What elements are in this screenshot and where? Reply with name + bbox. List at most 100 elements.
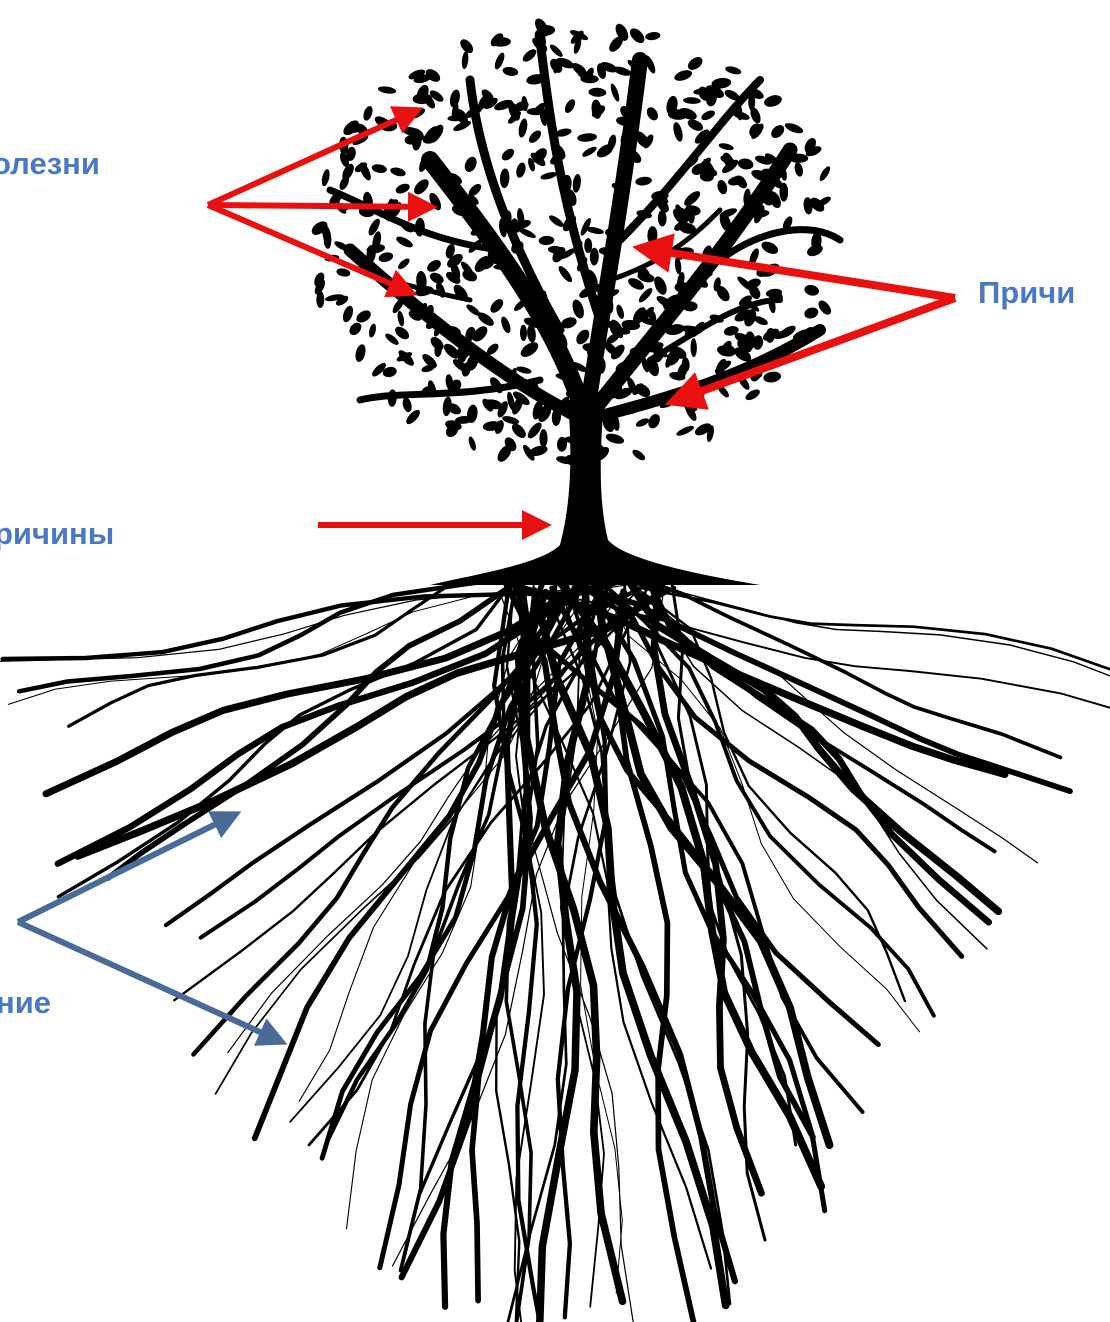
- tree-leaf: [763, 93, 784, 109]
- tree-leaf: [818, 165, 832, 183]
- tree-leaf: [502, 66, 519, 77]
- tree-roots: [0, 575, 1110, 1322]
- tree-leaf: [718, 142, 734, 152]
- tree-leaf: [769, 123, 787, 141]
- tree-leaf: [631, 448, 647, 462]
- tree-leaf: [425, 258, 443, 275]
- tree-leaf: [354, 343, 367, 363]
- tree-leaf: [658, 210, 667, 227]
- tree-leaf: [411, 177, 431, 197]
- tree-leaf: [368, 323, 377, 338]
- tree-leaf: [645, 31, 661, 41]
- tree-leaf: [563, 98, 577, 115]
- label-causes-right: Причи: [978, 277, 1075, 308]
- tree-leaf: [518, 339, 541, 359]
- tree-leaf: [371, 163, 388, 174]
- tree-leaf: [461, 51, 469, 69]
- tree-leaf: [377, 85, 396, 95]
- tree-leaf: [683, 97, 701, 105]
- tree-leaf: [493, 264, 510, 270]
- tree-leaf: [467, 436, 477, 452]
- tree-leaf: [493, 51, 507, 70]
- tree-leaf: [627, 26, 647, 46]
- tree-leaf: [615, 304, 626, 320]
- tree-leaf: [635, 176, 653, 187]
- tree-leaf: [635, 417, 651, 429]
- tree-leaf: [500, 146, 517, 162]
- tree-leaf: [789, 153, 809, 163]
- tree-leaf: [686, 117, 705, 133]
- tree-leaf: [389, 166, 406, 178]
- tree-leaf: [509, 421, 528, 440]
- tree-leaf: [759, 239, 780, 256]
- tree-leaf: [803, 283, 820, 297]
- tree-leaf: [539, 429, 547, 447]
- tree-leaf: [784, 121, 805, 135]
- tree-leaf: [577, 132, 597, 142]
- tree-leaf: [673, 68, 693, 83]
- causes-right-arrows: [640, 248, 955, 402]
- tree-leaf: [320, 168, 331, 187]
- tree-leaf: [572, 173, 582, 193]
- tree-leaf: [588, 87, 606, 97]
- tree-leaf: [499, 168, 509, 188]
- tree-leaf: [387, 389, 397, 407]
- tree-leaf: [362, 105, 375, 122]
- tree-leaf: [401, 397, 413, 414]
- tree-leaf: [448, 89, 461, 109]
- tree-leaf: [540, 171, 558, 181]
- tree-leaf: [605, 432, 626, 446]
- tree-leaf: [682, 189, 703, 209]
- tree-leaf: [686, 54, 705, 72]
- tree-leaf: [548, 43, 564, 59]
- tree-leaf: [520, 325, 527, 342]
- tree-leaf: [745, 331, 756, 349]
- tree-leaf: [690, 338, 697, 357]
- tree-leaf: [597, 357, 606, 373]
- tree-leaf: [396, 257, 411, 271]
- tree-leaf: [462, 155, 479, 174]
- tree-leaf: [579, 217, 593, 237]
- tree-leaf: [465, 303, 482, 318]
- label-causes-middle: ричины: [0, 518, 114, 549]
- tree-leaf: [521, 47, 539, 64]
- tree-leaf: [581, 145, 598, 159]
- tree-leaf: [652, 275, 669, 297]
- tree-leaf: [609, 83, 621, 103]
- tree-leaf: [645, 105, 661, 122]
- tree-leaf: [570, 298, 586, 320]
- tree-leaf: [547, 213, 565, 229]
- tree-leaf: [748, 93, 755, 110]
- tree-leaf: [538, 235, 554, 245]
- label-diseases: олезни: [0, 148, 100, 179]
- tree-leaf: [737, 157, 754, 170]
- tree-leaf: [556, 264, 574, 284]
- tree-leaf: [395, 234, 415, 249]
- tree-leaf: [499, 315, 512, 334]
- tree-root: [194, 591, 571, 1055]
- tree-leaf: [515, 161, 528, 178]
- tree-leaf: [580, 75, 598, 84]
- tree-leaf: [675, 424, 695, 438]
- tree-leaf: [354, 308, 373, 325]
- tree-leaf: [515, 365, 532, 375]
- tree-leaf: [672, 121, 685, 142]
- tree-leaf: [378, 251, 395, 264]
- tree-leaf: [341, 304, 355, 323]
- tree-leaf: [347, 320, 364, 337]
- tree-leaf: [488, 297, 506, 315]
- tree-leaf: [724, 65, 742, 76]
- tree-leaf: [517, 118, 529, 139]
- tree-leaf: [700, 108, 717, 122]
- tree-leaf: [793, 161, 804, 177]
- tree-leaf: [394, 182, 411, 196]
- tree-leaf: [396, 310, 405, 327]
- label-bottom: ние: [0, 987, 51, 1018]
- tree-leaf: [803, 306, 820, 320]
- tree-leaf: [716, 179, 729, 196]
- tree-leaf: [763, 370, 782, 383]
- tree-leaf: [527, 128, 544, 145]
- tree-leaf: [816, 298, 834, 317]
